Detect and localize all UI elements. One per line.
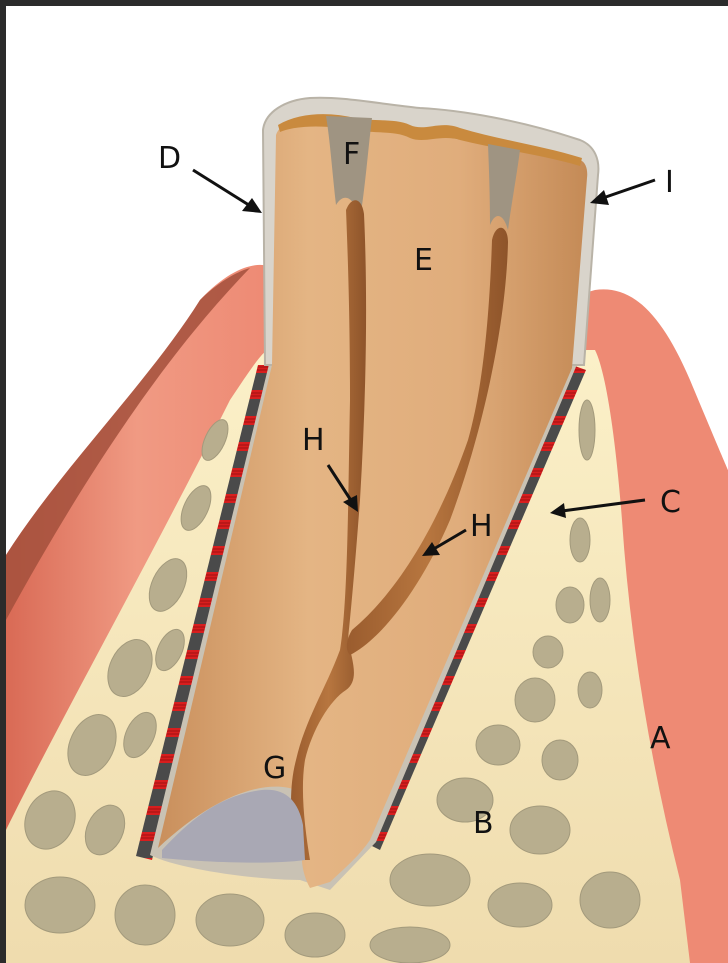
label-F: F <box>343 137 360 172</box>
label-A: A <box>650 721 671 756</box>
label-B: B <box>473 806 494 841</box>
label-E: E <box>414 243 433 278</box>
label-D: D <box>158 141 181 176</box>
label-H-left: H <box>302 423 325 458</box>
label-I: I <box>665 165 674 200</box>
label-C: C <box>660 485 681 520</box>
label-H-right: H <box>470 509 493 544</box>
label-G: G <box>263 751 286 786</box>
